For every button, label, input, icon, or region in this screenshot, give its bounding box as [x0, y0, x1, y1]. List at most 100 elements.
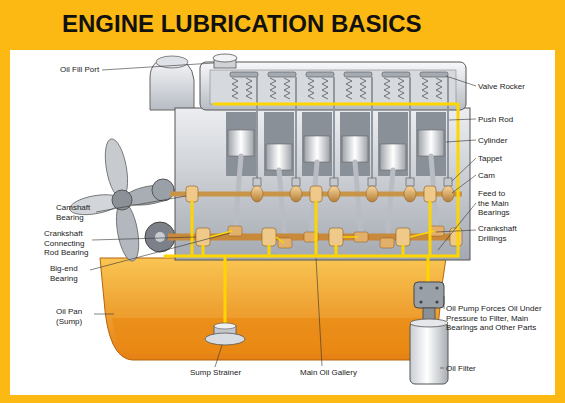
- leader-lines: [446, 140, 476, 142]
- pistons: [342, 136, 368, 162]
- crankshaft: [396, 228, 410, 246]
- oil-pan: [100, 258, 446, 360]
- part-label: Crankshaft Drillings: [478, 224, 523, 243]
- camshaft: [442, 186, 454, 202]
- oil-passages: [165, 104, 458, 330]
- crankshaft-drillings: [343, 236, 358, 238]
- camshaft: [186, 186, 198, 202]
- valve-springs: [360, 78, 366, 99]
- valve-rockers: [230, 72, 258, 77]
- camshaft: [404, 186, 416, 202]
- leader-lines: [436, 230, 476, 232]
- leader-lines: [90, 233, 230, 270]
- valve-springs: [436, 78, 442, 99]
- valve-rockers: [344, 72, 372, 77]
- pistons: [418, 130, 444, 156]
- crankshaft-drillings: [276, 237, 284, 243]
- part-label: Oil Pan (Sump): [56, 307, 96, 326]
- camshaft: [170, 186, 462, 202]
- camshaft: [328, 186, 340, 202]
- part-label: Cam: [478, 171, 558, 181]
- oil-pan: [112, 318, 436, 354]
- fan: [112, 200, 142, 263]
- leader-lines: [92, 237, 196, 240]
- leader-lines: [102, 63, 214, 70]
- camshaft: [366, 186, 378, 202]
- crankshaft: [380, 238, 394, 248]
- valve-rockers: [382, 72, 410, 77]
- oil-pump: [414, 282, 444, 320]
- oil-passages: [203, 246, 403, 256]
- oil-fill-cap: [213, 54, 237, 62]
- push-rods: [371, 77, 373, 182]
- front-pulleys: [152, 179, 174, 201]
- oil-pump: [435, 286, 438, 289]
- push-rods: [333, 77, 335, 182]
- top-accessories: [150, 56, 194, 110]
- valve-springs: [346, 78, 352, 99]
- crankshaft-drillings: [210, 231, 434, 243]
- valve-springs: [422, 78, 428, 99]
- push-rods: [257, 77, 448, 182]
- valve-springs: [308, 78, 314, 99]
- leader-lines: [446, 76, 476, 86]
- part-label: Sump Strainer: [190, 368, 280, 378]
- valve-springs: [322, 78, 328, 99]
- oil-pump: [419, 300, 422, 303]
- leader-lines: [96, 196, 186, 212]
- valve-springs: [384, 78, 390, 99]
- white-panel: [10, 50, 555, 395]
- valve-rockers: [306, 72, 334, 77]
- leader-lines: [444, 296, 445, 309]
- crankshaft: [196, 228, 210, 246]
- valve-rockers: [420, 72, 448, 77]
- part-label: Big-end Bearing: [50, 264, 92, 283]
- oil-pan: [100, 258, 446, 360]
- fan: [112, 190, 132, 210]
- fan: [101, 137, 131, 200]
- valve-springs: [398, 78, 404, 99]
- pistons: [228, 130, 254, 156]
- valve-rockers: [268, 72, 296, 77]
- valve-springs: [270, 78, 276, 99]
- part-label: Oil Fill Port: [60, 65, 130, 75]
- push-rods: [409, 77, 411, 182]
- part-label: Push Rod: [478, 115, 558, 125]
- oil-passages: [428, 255, 458, 258]
- connecting-rods: [355, 162, 361, 236]
- oil-pump: [419, 286, 422, 289]
- fan: [68, 137, 177, 263]
- tappets: [253, 178, 452, 186]
- tappets: [406, 178, 414, 186]
- tappets: [368, 178, 376, 186]
- leader-lines: [438, 203, 476, 250]
- tappets: [253, 178, 261, 186]
- sump-strainer: [205, 323, 245, 345]
- camshaft: [290, 186, 302, 202]
- leader-lines: [449, 119, 476, 120]
- oil-pump: [414, 282, 444, 308]
- part-label: Crankshaft Connecting Rod Bearing: [44, 229, 92, 258]
- oil-passages: [192, 202, 430, 256]
- leader-lines: [316, 258, 322, 366]
- cylinder-block: [175, 62, 470, 260]
- tappets: [444, 178, 452, 186]
- pistons: [228, 130, 444, 170]
- crankshaft-drillings: [210, 231, 232, 237]
- connecting-rods: [279, 170, 285, 242]
- crankshaft: [262, 228, 276, 246]
- oil-filter: [410, 319, 448, 327]
- connecting-rods: [387, 170, 393, 242]
- part-label: Camshaft Bearing: [56, 203, 101, 222]
- pistons: [380, 144, 406, 170]
- front-pulleys: [155, 232, 165, 242]
- crankshaft: [329, 228, 343, 246]
- camshaft: [251, 186, 263, 202]
- leader-lines: [90, 63, 476, 368]
- part-label: Valve Rocker: [478, 82, 558, 92]
- push-rods: [256, 77, 258, 182]
- cylinders: [264, 112, 294, 176]
- oil-filter: [410, 319, 448, 384]
- oil-pump: [435, 300, 438, 303]
- camshaft: [424, 186, 436, 202]
